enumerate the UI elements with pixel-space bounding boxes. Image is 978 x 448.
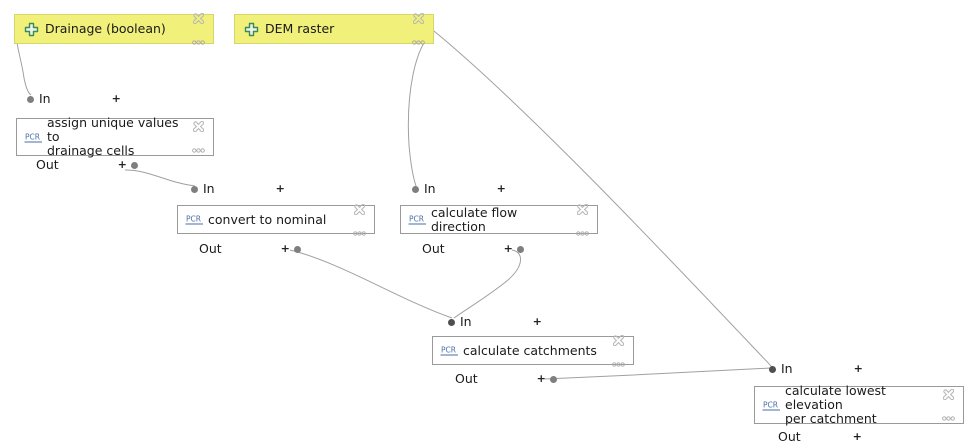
add-port-button[interactable]: + bbox=[853, 362, 863, 375]
svg-text:PCR: PCR bbox=[409, 215, 424, 224]
add-port-button[interactable]: + bbox=[532, 315, 542, 328]
svg-text:PCR: PCR bbox=[763, 400, 778, 409]
three-dots-icon[interactable] bbox=[411, 30, 425, 49]
port-connector-dot[interactable] bbox=[412, 185, 419, 193]
node-label: convert to nominal bbox=[208, 211, 327, 227]
node-calculate-flow-direction[interactable]: PCR calculate flow direction bbox=[400, 203, 598, 236]
green-plus-icon bbox=[20, 22, 42, 37]
svg-text:PCR: PCR bbox=[25, 132, 40, 141]
three-dots-icon[interactable] bbox=[941, 406, 955, 425]
port-label: Out bbox=[455, 371, 478, 386]
wire-flow-direction-to-catchments[interactable] bbox=[453, 249, 521, 319]
node-actions bbox=[187, 119, 213, 155]
port-in-calculate-catchments[interactable]: In + bbox=[448, 314, 542, 330]
close-x-icon[interactable] bbox=[612, 331, 624, 350]
close-x-icon[interactable] bbox=[412, 9, 424, 28]
node-drainage[interactable]: Drainage (boolean) bbox=[14, 12, 214, 45]
port-label: Out bbox=[199, 241, 222, 256]
node-label: calculate lowest elevation per catchment bbox=[785, 383, 886, 426]
pcr-icon: PCR bbox=[406, 212, 428, 227]
node-calculate-lowest-elevation[interactable]: PCR calculate lowest elevation per catchm… bbox=[754, 383, 964, 426]
svg-text:PCR: PCR bbox=[441, 346, 456, 355]
port-label: Out bbox=[422, 241, 445, 256]
port-out-calculate-lowest-elevation[interactable]: Out + bbox=[778, 429, 862, 445]
add-port-button[interactable]: + bbox=[503, 242, 513, 255]
port-out-calculate-catchments[interactable]: Out + bbox=[455, 371, 557, 387]
port-label: In bbox=[460, 314, 472, 329]
close-x-icon[interactable] bbox=[942, 385, 954, 404]
node-actions bbox=[187, 12, 213, 45]
node-label: assign unique values to drainage cells bbox=[47, 115, 179, 158]
node-actions bbox=[571, 203, 597, 236]
close-x-icon[interactable] bbox=[192, 117, 204, 136]
green-plus-icon bbox=[240, 22, 262, 37]
port-label: In bbox=[203, 181, 215, 196]
port-in-calculate-flow-direction[interactable]: In + bbox=[412, 181, 506, 197]
port-out-calculate-flow-direction[interactable]: Out + bbox=[422, 241, 524, 257]
pcr-icon: PCR bbox=[183, 212, 205, 227]
port-in-assign-unique-values[interactable]: In + bbox=[27, 91, 121, 107]
add-port-button[interactable]: + bbox=[111, 92, 121, 105]
svg-text:PCR: PCR bbox=[186, 215, 201, 224]
node-actions bbox=[937, 387, 963, 423]
node-label: calculate catchments bbox=[463, 342, 597, 358]
node-actions bbox=[348, 203, 374, 236]
wire-catchments-to-lowest-elevation[interactable] bbox=[544, 367, 772, 380]
three-dots-icon[interactable] bbox=[191, 30, 205, 49]
node-convert-to-nominal[interactable]: PCR convert to nominal bbox=[177, 203, 375, 236]
add-port-button[interactable]: + bbox=[280, 242, 290, 255]
pcr-icon: PCR bbox=[22, 130, 44, 145]
add-port-button[interactable]: + bbox=[275, 182, 285, 195]
port-out-convert-to-nominal[interactable]: Out + bbox=[199, 241, 301, 257]
wire-convert-to-catchments[interactable] bbox=[289, 249, 453, 319]
three-dots-icon[interactable] bbox=[191, 138, 205, 157]
node-label: DEM raster bbox=[265, 21, 335, 36]
port-in-calculate-lowest-elevation[interactable]: In + bbox=[769, 361, 863, 377]
node-label: Drainage (boolean) bbox=[45, 21, 166, 36]
close-x-icon[interactable] bbox=[192, 9, 204, 28]
wire-dem-to-flow-direction[interactable] bbox=[407, 30, 435, 187]
port-in-convert-to-nominal[interactable]: In + bbox=[191, 181, 285, 197]
port-label: In bbox=[39, 91, 51, 106]
node-dem-raster[interactable]: DEM raster bbox=[234, 12, 434, 45]
node-assign-unique-values[interactable]: PCR assign unique values to drainage cell… bbox=[16, 115, 214, 158]
three-dots-icon[interactable] bbox=[611, 352, 625, 371]
node-actions bbox=[407, 12, 433, 45]
port-label: Out bbox=[778, 429, 801, 444]
port-connector-dot[interactable] bbox=[27, 95, 34, 103]
three-dots-icon[interactable] bbox=[352, 221, 366, 240]
three-dots-icon[interactable] bbox=[575, 221, 589, 240]
node-actions bbox=[607, 334, 633, 367]
port-connector-dot[interactable] bbox=[448, 318, 455, 326]
close-x-icon[interactable] bbox=[353, 200, 365, 219]
port-connector-dot[interactable] bbox=[130, 161, 138, 169]
node-calculate-catchments[interactable]: PCR calculate catchments bbox=[432, 334, 634, 367]
port-connector-dot[interactable] bbox=[293, 245, 301, 253]
port-connector-dot[interactable] bbox=[516, 245, 524, 253]
port-connector-dot[interactable] bbox=[191, 185, 198, 193]
add-port-button[interactable]: + bbox=[496, 182, 506, 195]
port-connector-dot[interactable] bbox=[549, 375, 557, 383]
add-port-button[interactable]: + bbox=[852, 430, 862, 443]
port-label: Out bbox=[36, 157, 59, 172]
add-port-button[interactable]: + bbox=[117, 158, 127, 171]
node-label: calculate flow direction bbox=[431, 204, 518, 234]
pcr-icon: PCR bbox=[438, 343, 460, 358]
port-label: In bbox=[424, 181, 436, 196]
add-port-button[interactable]: + bbox=[536, 372, 546, 385]
pcr-icon: PCR bbox=[760, 398, 782, 413]
port-out-assign-unique-values[interactable]: Out + bbox=[36, 157, 138, 173]
close-x-icon[interactable] bbox=[576, 200, 588, 219]
port-label: In bbox=[781, 361, 793, 376]
port-connector-dot[interactable] bbox=[769, 365, 776, 373]
